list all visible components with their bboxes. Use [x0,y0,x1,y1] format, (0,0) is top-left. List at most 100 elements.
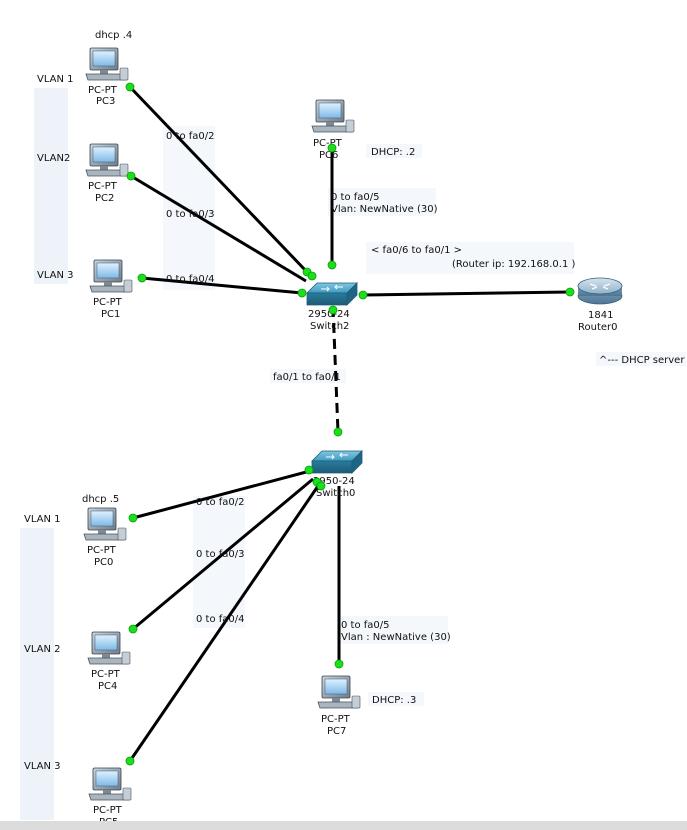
link-pc0-switch0[interactable] [132,469,311,520]
dhcp-server-note-panel [596,352,686,366]
pc6-name-label: PC6 [319,150,338,161]
port-led-pc6 [327,143,337,153]
link-label-top-fa04: 0 to fa0/4 [166,274,215,285]
pc3-device[interactable] [85,47,129,81]
switch0-device[interactable] [311,450,363,474]
pc-icon [317,675,361,709]
pc5-device[interactable] [88,767,132,801]
switch0-type-label: 2950-24 [313,476,355,487]
switch2-type-label: 2950-24 [308,309,350,320]
switch2-device[interactable] [306,282,358,306]
port-led-sw0-fa02 [304,465,314,475]
pc3-dhcp-note: dhcp .4 [95,30,132,41]
pc5-type-label: PC-PT [93,805,123,816]
pc7-type-label: PC-PT [321,714,351,725]
link-label-pc6-port: 0 to fa0/5 [331,192,380,203]
port-led-sw2-fa06 [358,290,368,300]
link-pc3-switch2[interactable] [128,85,310,275]
vlan-label-top-2: VLAN2 [37,153,70,164]
pc-icon [85,143,129,177]
router0-type-label: 1841 [588,310,613,321]
switch-icon [311,450,363,474]
link-label-router-ports: < fa0/6 to fa0/1 > [371,245,462,256]
link-label-top-fa03: 0 to fa0/3 [166,209,215,220]
port-led-sw2-fa03 [307,271,317,281]
router-icon [577,277,623,305]
vlan-band-top [34,88,68,284]
port-led-pc0 [128,513,138,523]
pc7-dhcp-note: DHCP: .3 [372,695,416,706]
port-indicators [125,82,575,766]
link-switch2-router0[interactable] [362,290,571,297]
port-led-sw0-fa01 [333,427,343,437]
pc4-type-label: PC-PT [91,669,121,680]
port-led-sw0-fa04 [316,481,326,491]
pc7-device[interactable] [317,675,361,709]
port-label-panel-bottom [193,496,245,628]
link-pc2-switch2[interactable] [130,174,307,283]
pc0-device[interactable] [83,507,127,541]
port-led-pc4 [128,624,138,634]
link-label-router-ip: (Router ip: 192.168.0.1 ) [452,259,576,270]
pc7-dhcp-note-panel [368,692,424,706]
link-label-trunk: fa0/1 to fa0/1 [273,372,341,383]
vlan-label-bot-3: VLAN 3 [24,761,61,772]
vlan-label-bot-2: VLAN 2 [24,644,61,655]
pc3-name-label: PC3 [96,96,115,107]
port-led-pc3 [125,82,135,92]
pc-icon [88,767,132,801]
pc0-dhcp-note: dhcp .5 [82,494,119,505]
pc3-type-label: PC-PT [88,85,118,96]
port-led-sw2-fa05 [327,260,337,270]
pc4-device[interactable] [87,631,131,665]
pc0-name-label: PC0 [94,557,113,568]
switch-icon [306,282,358,306]
link-label-pc6-vlan: Vlan: NewNative (30) [331,204,438,215]
pc7-name-label: PC7 [327,726,346,737]
pc-icon [87,631,131,665]
link-label-top-fa02: 0 to fa0/2 [166,131,215,142]
pc2-device[interactable] [85,143,129,177]
pc2-type-label: PC-PT [88,181,118,192]
router0-dhcp-server-note: ^--- DHCP server [599,355,685,366]
pc-icon [83,507,127,541]
pc7-link-label-panel [338,616,448,644]
pc6-dhcp-note: DHCP: .2 [371,147,415,158]
pc0-type-label: PC-PT [87,545,117,556]
pc-icon [89,259,133,293]
pc1-name-label: PC1 [101,309,120,320]
pc6-dhcp-note-panel [366,144,422,158]
port-led-pc5 [125,756,135,766]
pc4-name-label: PC4 [98,681,117,692]
pc-icon [311,99,355,133]
link-label-bot-fa02: 0 to fa0/2 [196,497,245,508]
pc1-type-label: PC-PT [93,297,123,308]
links [128,85,571,762]
pc-icon [85,47,129,81]
port-led-pc1 [137,273,147,283]
link-pc4-switch0[interactable] [132,477,314,631]
router0-device[interactable] [577,277,623,305]
router0-name-label: Router0 [578,322,618,333]
link-label-pc7-vlan: Vlan : NewNative (30) [341,632,451,643]
vlan-label-top-1: VLAN 1 [37,74,74,85]
link-switch2-switch0-trunk[interactable] [331,306,340,433]
port-led-pc2 [126,171,136,181]
trunk-label-panel [270,369,346,383]
router-link-label-panel [366,242,574,274]
pc6-device[interactable] [311,99,355,133]
switch0-name-label: Switch0 [316,488,355,499]
port-led-sw2-fa01 [328,305,338,315]
pc1-device[interactable] [89,259,133,293]
link-pc1-switch2[interactable] [141,276,303,295]
horizontal-scrollbar[interactable] [0,821,687,830]
link-pc5-switch0[interactable] [128,485,320,762]
pc6-type-label: PC-PT [313,138,343,149]
vlan-label-bot-1: VLAN 1 [24,514,61,525]
port-label-panel-top [163,126,215,290]
link-label-pc7-port: 0 to fa0/5 [341,620,390,631]
link-label-bot-fa04: 0 to fa0/4 [196,614,245,625]
vlan-band-bottom [20,528,54,820]
link-label-bot-fa03: 0 to fa0/3 [196,549,245,560]
